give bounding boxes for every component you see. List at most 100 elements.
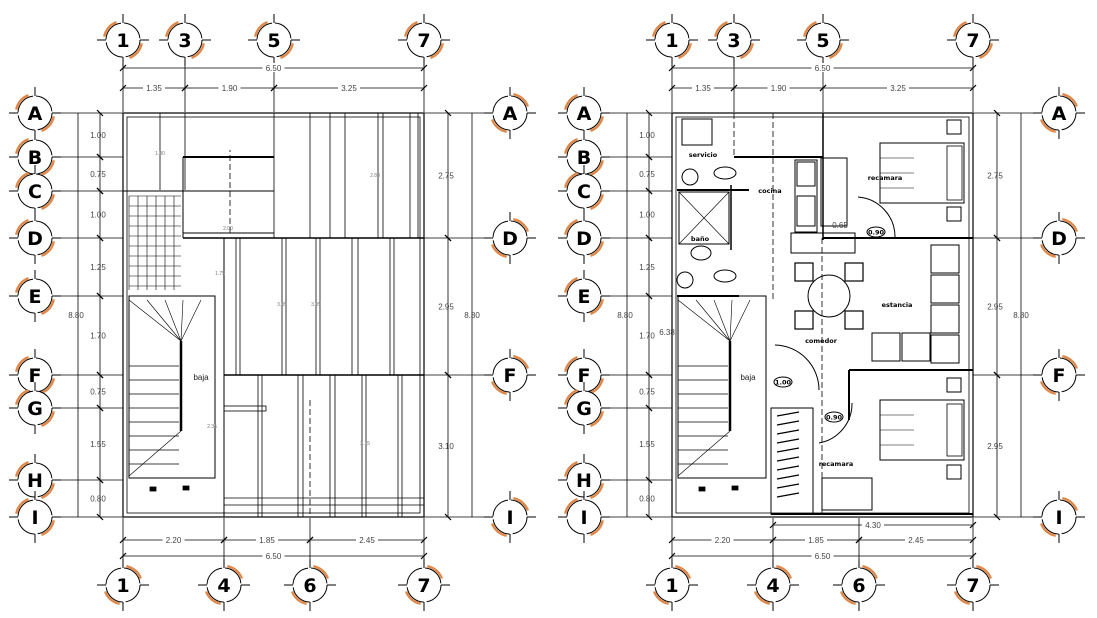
grid-bubble-arc xyxy=(40,159,55,177)
column-mark xyxy=(698,486,706,492)
grid-bubble-circle xyxy=(566,462,602,498)
dimension-tick xyxy=(645,153,653,161)
grid-bubble-arc xyxy=(1039,522,1057,537)
grid-bubble: 4 xyxy=(747,559,799,611)
door-tag-label: 0.90 xyxy=(868,229,885,237)
grid-bubble-circle xyxy=(1041,220,1077,256)
dimension-label-bg xyxy=(711,535,734,544)
grid-bubble-arc xyxy=(40,410,55,428)
dimension-tick xyxy=(96,234,104,242)
grid-bubble-label: F xyxy=(29,365,42,387)
grid-bubble-arc xyxy=(15,171,30,189)
dimension-label: 2.95 xyxy=(987,442,1003,451)
grid-bubble: 3 xyxy=(159,14,211,66)
grid-bubble: I xyxy=(484,491,536,543)
dimension-tick xyxy=(181,84,189,92)
dimension-tick xyxy=(96,513,104,521)
dimension-tick xyxy=(420,64,428,72)
dimension-tick xyxy=(769,521,777,529)
grid-bubble-circle xyxy=(566,499,602,535)
grid-bubble-label: 1 xyxy=(665,30,678,52)
dimension-tick xyxy=(645,371,653,379)
dimension-label-bg xyxy=(692,83,714,92)
dimension-label: 2.20 xyxy=(715,536,731,545)
grid-bubble-arc xyxy=(828,42,843,60)
grid-bubble-arc xyxy=(254,20,269,38)
dimension-label: 0.75 xyxy=(90,388,106,397)
grid-bubble-circle xyxy=(1041,499,1077,535)
stair-winder xyxy=(729,299,733,342)
stair-direction-label: baja xyxy=(740,373,756,382)
dimension-label: 6.38 xyxy=(659,328,675,337)
span-label: 1.80 xyxy=(155,151,165,157)
dimension-label: 1.85 xyxy=(808,536,824,545)
grid-bubble-arc xyxy=(953,20,968,38)
dimension-tick xyxy=(119,84,127,92)
dimension-tick xyxy=(969,536,977,544)
grid-bubble-arc xyxy=(512,355,530,370)
grid-bubble-arc xyxy=(426,565,444,580)
dimension-tick xyxy=(119,536,127,544)
grid-bubble-circle xyxy=(654,22,690,58)
dimension-label-bg xyxy=(356,535,378,544)
grid-bubble-arc xyxy=(589,115,604,133)
grid-bubble-label: F xyxy=(1053,365,1066,387)
dimension-tick xyxy=(444,234,452,242)
grid-bubble-arc xyxy=(512,93,530,108)
grid-bubble-arc xyxy=(15,460,30,478)
stair-winder xyxy=(713,299,731,342)
grid-bubble-label: D xyxy=(27,228,43,250)
door-swing xyxy=(818,402,853,444)
grid-bubble: I xyxy=(558,491,610,543)
grid-bubble: 3 xyxy=(708,14,760,66)
dining-chair xyxy=(794,310,814,330)
grid-bubble-circle xyxy=(292,567,328,603)
dimension-label: 1.35 xyxy=(146,84,162,93)
dimension-tick xyxy=(645,513,653,521)
grid-bubble-label: E xyxy=(29,286,42,308)
grid-bubble: G xyxy=(9,382,61,434)
grid-bubble-label: A xyxy=(577,103,592,125)
dimension-label: 1.90 xyxy=(222,84,238,93)
grid-bubble-arc xyxy=(15,497,30,515)
grid-bubble-circle xyxy=(566,278,602,314)
closet-hanger xyxy=(776,456,800,462)
stove xyxy=(796,195,816,227)
door-tag-label: 0.90 xyxy=(826,414,843,422)
grid-bubble-circle xyxy=(17,95,53,131)
room-label-bedroom-bottom: recamara xyxy=(819,460,854,468)
grid-bubble-arc xyxy=(15,388,30,406)
grid-bubble-arc xyxy=(978,42,993,60)
dimension-label: 0.75 xyxy=(639,388,655,397)
dining-chair xyxy=(794,262,814,282)
exterior-wall-inner xyxy=(126,116,421,514)
sofa-cushion xyxy=(930,304,960,334)
dimension-tick xyxy=(220,536,228,544)
grid-bubble: F xyxy=(9,349,61,401)
grid-bubble-arc xyxy=(512,218,530,233)
dimension-tick xyxy=(969,521,977,529)
closet-hanger xyxy=(776,429,800,435)
grid-bubble-arc xyxy=(652,590,670,605)
grid-bubble: H xyxy=(558,454,610,506)
dimension-label: 1.90 xyxy=(771,84,787,93)
grid-bubble: B xyxy=(558,131,610,183)
dimension-label: 0.75 xyxy=(90,170,106,179)
washbasin xyxy=(681,168,699,186)
dimension-label-bg xyxy=(862,520,884,529)
column-mark xyxy=(149,486,157,492)
door-swing xyxy=(774,344,820,391)
dimension-label: 1.55 xyxy=(90,440,106,449)
grid-bubble-label: I xyxy=(31,507,38,529)
door-tag xyxy=(773,376,793,388)
grid-bubble-circle xyxy=(492,499,528,535)
dining-chair xyxy=(844,310,864,330)
column-mark xyxy=(182,485,190,491)
sofa-cushion xyxy=(901,332,931,362)
grid-bubble-label: H xyxy=(576,470,592,492)
dimension-label: 1.55 xyxy=(639,440,655,449)
grid-bubble: 1 xyxy=(97,559,149,611)
closet-hanger xyxy=(776,420,800,426)
grid-bubble-arc xyxy=(1061,93,1079,108)
grid-bubble-arc xyxy=(677,42,692,60)
